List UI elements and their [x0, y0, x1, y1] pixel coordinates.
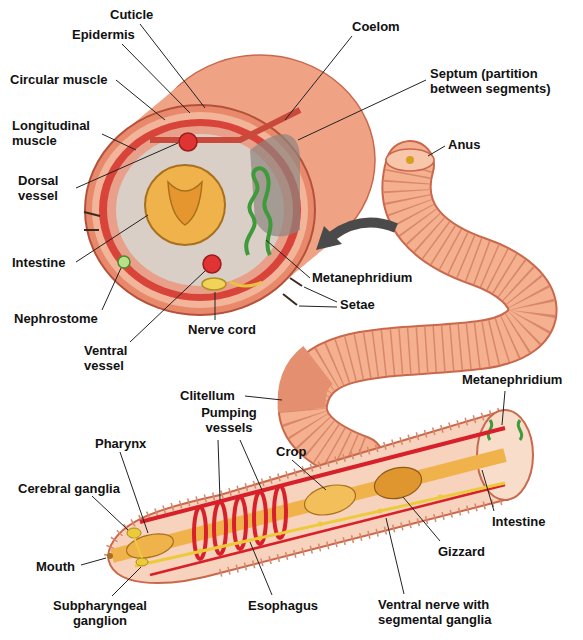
- leader-line: [76, 143, 178, 188]
- cuticle-ring: [85, 105, 315, 315]
- view-arrow: [316, 223, 396, 250]
- leader-line: [76, 215, 148, 262]
- leader-line: [292, 460, 326, 490]
- leader-line: [298, 80, 426, 140]
- leader-line: [218, 440, 220, 500]
- leader-line: [215, 292, 216, 320]
- leader-line: [482, 470, 494, 511]
- part-label: Metanephridium: [462, 372, 562, 387]
- nerve: [230, 282, 262, 286]
- part-label: Ventral vessel: [84, 343, 142, 373]
- leader-line: [240, 440, 262, 490]
- part-label: Dorsal vessel: [18, 173, 76, 203]
- leader-line: [81, 558, 106, 565]
- leader-line: [102, 134, 136, 150]
- metanephridium-coil: [246, 168, 270, 255]
- ganglion: [258, 536, 263, 541]
- leader-line: [250, 542, 272, 595]
- part-label: Esophagus: [248, 598, 318, 613]
- part-label: Coelom: [352, 19, 400, 34]
- anus-end: [386, 149, 434, 171]
- part-label: Pumping vessels: [196, 405, 262, 435]
- leader-line: [92, 496, 128, 530]
- part-label: Clitellum: [180, 388, 235, 403]
- leader-line: [266, 240, 310, 278]
- nephrostome: [118, 256, 130, 268]
- part-label: Cerebral ganglia: [18, 481, 120, 496]
- part-label: Setae: [340, 297, 375, 312]
- gizzard: [371, 463, 425, 504]
- leader-line: [299, 306, 337, 307]
- intestine-section: [145, 165, 225, 245]
- part-label: Longitudinal muscle: [12, 118, 104, 148]
- part-label: Mouth: [36, 559, 75, 574]
- part-label: Nephrostome: [14, 311, 98, 326]
- setae: [84, 212, 302, 305]
- crop: [301, 480, 358, 520]
- seta: [290, 278, 302, 286]
- aortic-arch: [274, 486, 286, 538]
- worm-body: [107, 410, 533, 583]
- leader-line: [116, 80, 165, 120]
- body-outline: [108, 410, 505, 583]
- ganglion: [198, 549, 203, 554]
- leader-lines: [76, 24, 505, 596]
- arrow-shaft: [332, 223, 396, 236]
- dorsal-vessel-line: [140, 428, 505, 522]
- part-label: Anus: [448, 137, 481, 152]
- dorsal-vessel-tube: [150, 110, 300, 140]
- leader-line: [285, 36, 352, 120]
- part-label: Metanephridium: [312, 270, 412, 285]
- leader-line: [112, 567, 141, 596]
- part-label: Cuticle: [110, 7, 153, 22]
- leader-line: [304, 287, 337, 302]
- ganglion: [318, 522, 323, 527]
- seta: [283, 294, 297, 305]
- pumping-vessels: [194, 486, 286, 559]
- ganglion: [438, 495, 443, 500]
- part-label: Crop: [276, 444, 306, 459]
- part-label: Pharynx: [95, 436, 146, 451]
- part-label: Nerve cord: [188, 322, 256, 337]
- leader-line: [102, 268, 121, 310]
- leader-line: [122, 44, 190, 113]
- anus-opening: [406, 156, 414, 164]
- subpharyngeal-ganglion: [136, 558, 148, 566]
- clitellum-band: [302, 365, 318, 410]
- ganglion: [378, 509, 383, 514]
- seta: [84, 229, 99, 231]
- seta: [84, 212, 100, 216]
- arrow-head: [316, 226, 342, 250]
- circular-muscle: [99, 119, 301, 301]
- ventral-vessel: [203, 255, 221, 273]
- mouth-opening: [107, 553, 113, 559]
- part-label: Epidermis: [72, 27, 135, 42]
- leader-line: [403, 497, 440, 541]
- leader-line: [245, 396, 282, 400]
- leader-line: [386, 518, 404, 594]
- typhlosole: [168, 182, 202, 225]
- part-label: Septum (partition between segments): [430, 66, 558, 96]
- ventral-vessel-line: [150, 485, 505, 575]
- part-label: Intestine: [12, 255, 65, 270]
- part-label: Ventral nerve with segmental ganglia: [378, 597, 530, 627]
- nerve-ring: [134, 537, 142, 558]
- leader-line: [120, 452, 148, 533]
- part-label: Subpharyngeal ganglion: [46, 598, 154, 628]
- dorsal-vessel: [179, 133, 197, 151]
- ventral-nerve: [135, 483, 505, 566]
- leader-line: [502, 391, 505, 425]
- leader-line: [428, 146, 445, 156]
- segmental-ganglia: [198, 495, 443, 554]
- cerebral-ganglia: [127, 528, 141, 538]
- nerve-cord: [202, 278, 226, 290]
- part-label: Intestine: [492, 514, 545, 529]
- part-label: Gizzard: [438, 544, 485, 559]
- part-label: Circular muscle: [10, 72, 108, 87]
